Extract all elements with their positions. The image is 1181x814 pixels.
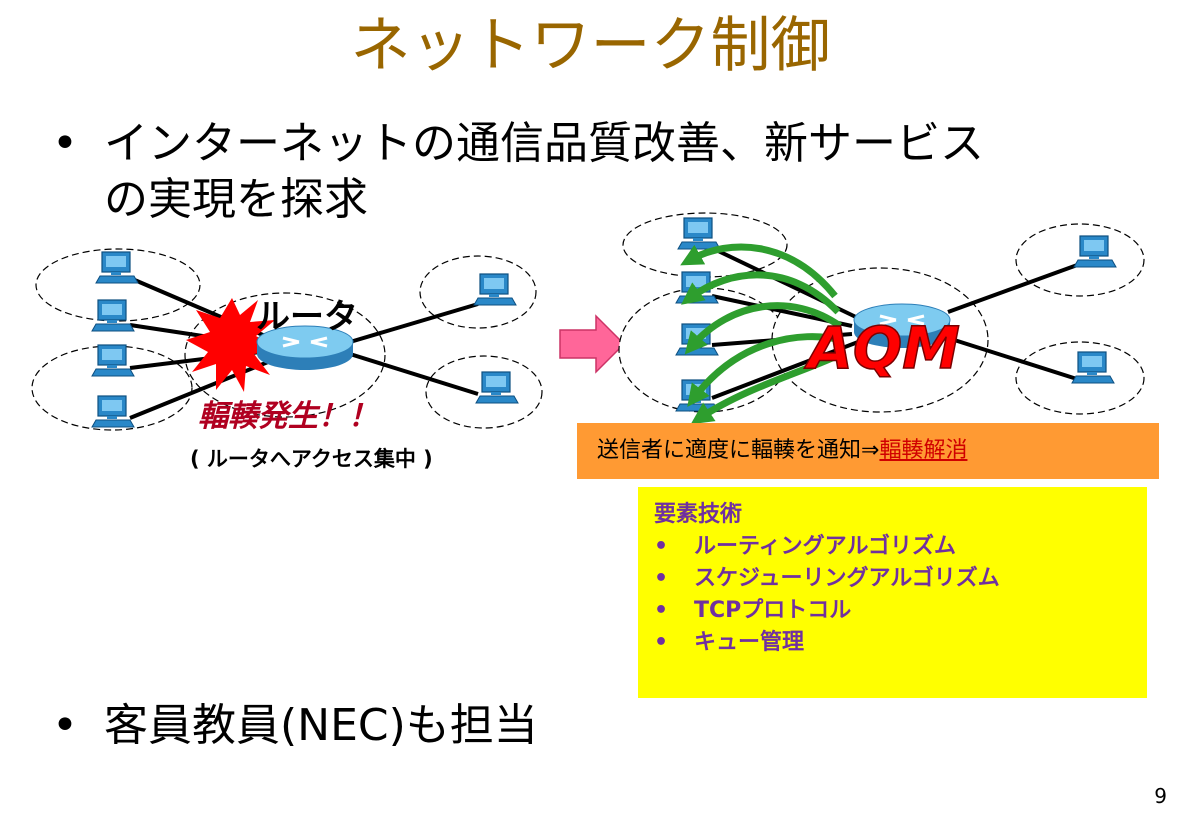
notice-highlight: 輻輳解消 [879, 438, 968, 463]
tech-item: キュー管理 [654, 627, 1131, 659]
router-label: ルータ [256, 297, 358, 337]
bullet-text: 客員教員(NEC)も担当 [104, 700, 538, 751]
transition-arrow-icon [559, 314, 626, 374]
bullet-dot: • [52, 700, 78, 751]
tech-item: ルーティングアルゴリズム [654, 531, 1131, 563]
page-number: 9 [1154, 784, 1167, 808]
bullet-text-line2: の実現を探求 [104, 174, 368, 225]
tech-heading: 要素技術 [654, 502, 743, 527]
tech-list: ルーティングアルゴリズム スケジューリングアルゴリズム TCPプロトコル キュー… [654, 531, 1131, 659]
feedback-arrows [680, 243, 847, 425]
congestion-notice-box: 送信者に適度に輻輳を通知⇒輻輳解消 [577, 423, 1159, 479]
congestion-note: ( ルータへアクセス集中 ) [190, 447, 433, 471]
tech-item: スケジューリングアルゴリズム [654, 563, 1131, 595]
bullet-dot: • [52, 118, 78, 169]
tech-box: 要素技術 ルーティングアルゴリズム スケジューリングアルゴリズム TCPプロトコ… [638, 487, 1147, 698]
tech-item: TCPプロトコル [654, 595, 1131, 627]
bullet-text-line1: インターネットの通信品質改善、新サービス [104, 118, 984, 169]
slide-title: ネットワーク制御 [350, 11, 831, 81]
congestion-burst-icon [186, 298, 280, 392]
aqm-label: AQM [804, 314, 960, 382]
congestion-label: 輻輳発生！！ [198, 399, 378, 434]
notice-text: 送信者に適度に輻輳を通知⇒ [597, 438, 880, 463]
